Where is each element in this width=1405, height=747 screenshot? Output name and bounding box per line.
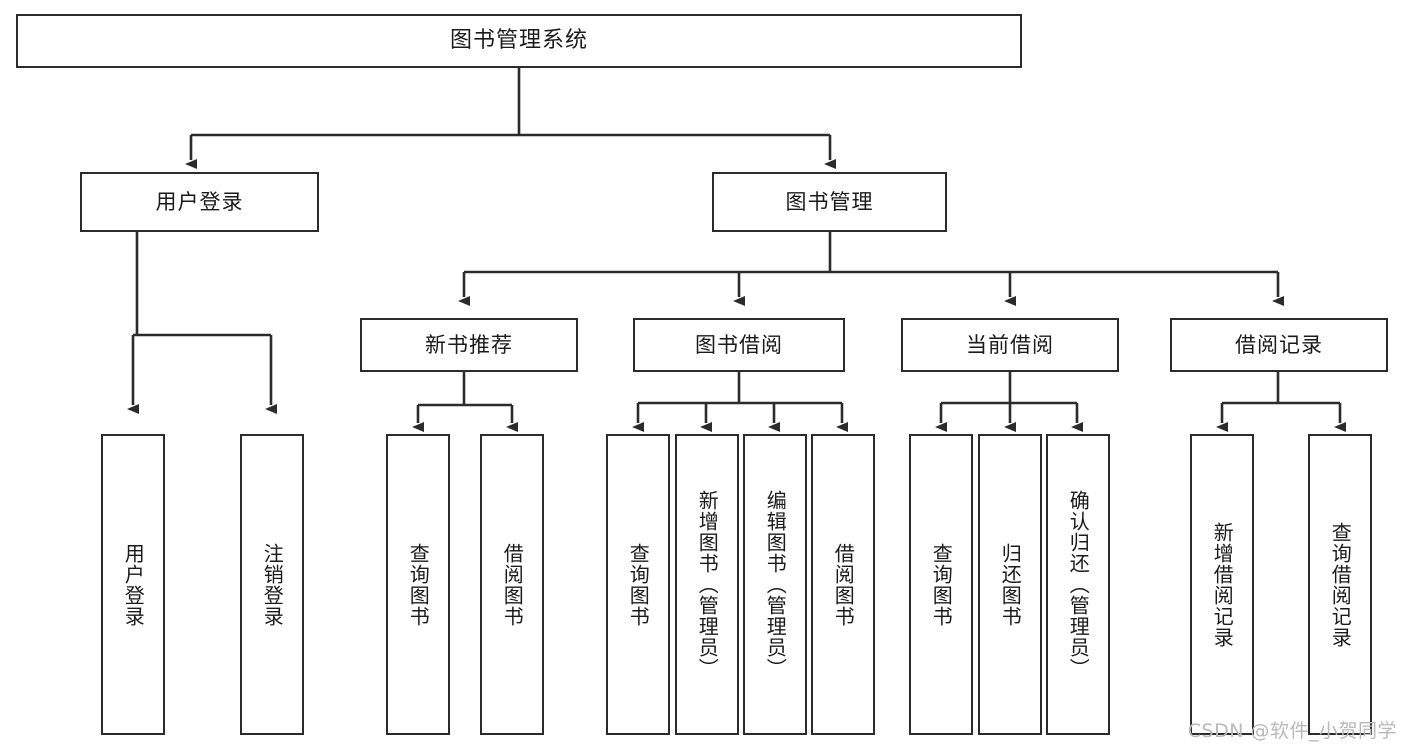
leaf-confirm-return-admin[interactable]: 确认归还（管理员） [1046,434,1110,735]
node-label: 查询借阅记录 [1328,521,1353,648]
watermark: CSDN @软件_小贺同学 [1187,720,1397,742]
node-label: 图书借阅 [695,332,783,357]
node-new-book-recommend[interactable]: 新书推荐 [360,318,578,372]
node-label: 用户登录 [121,542,146,627]
node-label: 借阅图书 [831,542,856,627]
leaf-add-book-admin[interactable]: 新增图书（管理员） [675,434,739,735]
node-book-borrow[interactable]: 图书借阅 [633,318,845,372]
node-label: 新增借阅记录 [1210,521,1235,648]
node-label: 借阅记录 [1235,332,1323,357]
node-label: 查询图书 [626,542,651,627]
leaf-user-login[interactable]: 用户登录 [101,434,165,735]
node-label: 图书管理系统 [449,28,588,54]
node-label: 新增图书（管理员） [695,490,720,679]
leaf-return-book[interactable]: 归还图书 [978,434,1042,735]
node-borrow-record[interactable]: 借阅记录 [1170,318,1388,372]
leaf-add-borrow-record[interactable]: 新增借阅记录 [1190,434,1254,735]
leaf-query-book-current[interactable]: 查询图书 [909,434,973,735]
node-label: 查询图书 [406,542,431,627]
leaf-query-borrow-record[interactable]: 查询借阅记录 [1308,434,1372,735]
node-book-management[interactable]: 图书管理 [712,172,947,232]
node-user-login[interactable]: 用户登录 [80,172,319,232]
leaf-query-book-borrow[interactable]: 查询图书 [606,434,670,735]
node-label: 查询图书 [929,542,954,627]
leaf-borrow-book-recommend[interactable]: 借阅图书 [480,434,544,735]
node-label: 注销登录 [260,542,285,627]
node-label: 用户登录 [155,189,244,214]
node-label: 新书推荐 [425,332,513,357]
node-label: 当前借阅 [966,332,1054,357]
leaf-logout[interactable]: 注销登录 [240,434,304,735]
node-label: 确认归还（管理员） [1066,490,1091,679]
node-label: 归还图书 [998,542,1023,627]
leaf-query-book-recommend[interactable]: 查询图书 [386,434,450,735]
node-label: 图书管理 [785,189,874,214]
node-root-system[interactable]: 图书管理系统 [16,14,1022,68]
node-label: 借阅图书 [500,542,525,627]
node-current-borrow[interactable]: 当前借阅 [901,318,1119,372]
leaf-borrow-book-borrow[interactable]: 借阅图书 [811,434,875,735]
node-label: 编辑图书（管理员） [763,490,788,679]
leaf-edit-book-admin[interactable]: 编辑图书（管理员） [743,434,807,735]
